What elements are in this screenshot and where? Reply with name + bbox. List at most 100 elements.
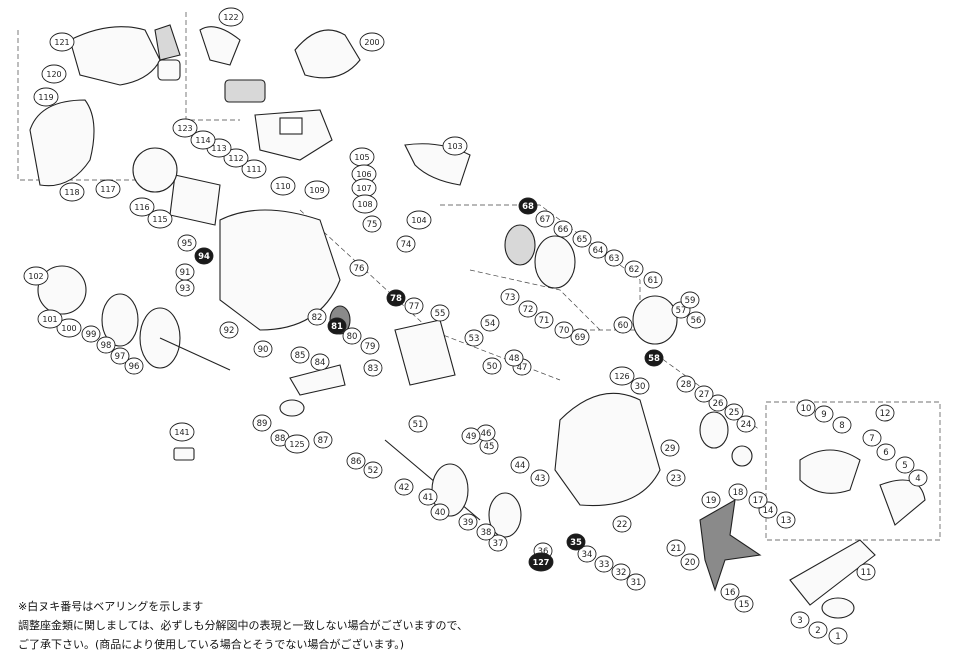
callout-37: 37 [488,534,508,552]
callout-circle [304,180,330,200]
callout-label: 43 [535,474,546,484]
callout-label: 127 [533,558,550,567]
callout-label: 56 [691,316,702,326]
callout-circle [172,118,198,138]
callout-circle [680,291,700,309]
left-side-plate [29,99,95,187]
callout-circle [875,404,895,422]
callout-label: 36 [538,547,549,557]
callout-74: 74 [396,235,416,253]
callout-label: 82 [312,313,323,323]
callout-circle [876,443,896,461]
callout-label: 116 [134,203,149,212]
callout-81: 81 [327,317,347,335]
display-screen [279,117,303,135]
callout-51: 51 [408,415,428,433]
callout-circle [270,176,296,196]
callout-98: 98 [96,336,116,354]
callout-circle [396,235,416,253]
callout-44: 44 [510,456,530,474]
side-plate-101 [37,265,87,315]
part-drawings [29,24,926,619]
callout-circle [404,297,424,315]
callout-circle [594,555,614,573]
handle-knob [821,597,855,619]
callout-label: 95 [182,239,193,249]
callout-circle [147,209,173,229]
callout-label: 45 [484,442,495,452]
callout-circle [346,452,366,470]
callout-99: 99 [81,325,101,343]
callout-circle [218,7,244,27]
callout-label: 113 [211,144,226,153]
callout-125: 125 [284,434,310,454]
callout-26: 26 [708,394,728,412]
callout-label: 49 [466,432,477,442]
callout-9: 9 [814,405,834,423]
callout-label: 11 [861,568,872,578]
callout-circle [59,182,85,202]
callout-circle [644,349,664,367]
callout-label: 21 [671,544,682,554]
callout-circle [488,534,508,552]
callout-label: 74 [401,240,412,250]
callout-circle [241,159,267,179]
cylinder-top [157,59,181,81]
callout-label: 34 [582,550,593,560]
callout-118: 118 [59,182,85,202]
callout-101: 101 [37,309,63,329]
callout-104: 104 [406,210,432,230]
callout-21: 21 [666,539,686,557]
callout-circle [736,415,756,433]
callout-circle [895,456,915,474]
callout-62: 62 [624,260,644,278]
clip-89 [279,399,305,417]
callout-circle [535,210,555,228]
display-unit [254,109,333,161]
handle-cap-11 [879,479,926,526]
callout-label: 102 [28,272,43,281]
callout-label: 46 [481,429,492,439]
callout-label: 14 [763,506,774,516]
callout-circle [554,321,574,339]
callout-circle [613,316,633,334]
callout-circle [56,318,82,338]
star-drag [699,498,762,592]
callout-27: 27 [694,385,714,403]
callout-circle [284,434,310,454]
clip-141 [173,447,195,461]
callout-circle [307,308,327,326]
callout-label: 122 [223,13,238,22]
callout-circle [349,259,369,277]
callout-circle [442,136,468,156]
callout-label: 92 [224,326,235,336]
callout-circle [190,130,216,150]
callout-86: 86 [346,452,366,470]
callout-63: 63 [604,249,624,267]
callout-label: 73 [505,293,516,303]
callout-103: 103 [442,136,468,156]
callout-20: 20 [680,553,700,571]
callout-label: 107 [356,184,371,193]
callout-label: 64 [593,246,604,256]
callout-112: 112 [223,148,249,168]
callout-87: 87 [313,431,333,449]
callout-label: 66 [558,225,569,235]
callout-label: 90 [258,345,269,355]
callout-label: 91 [180,268,191,278]
callout-circle [676,375,696,393]
callout-114: 114 [190,130,216,150]
gear-66 [534,235,576,289]
callout-label: 58 [648,354,660,364]
callout-3: 3 [790,611,810,629]
callout-label: 6 [883,448,888,458]
callout-circle [518,300,538,318]
callout-59: 59 [680,291,700,309]
callout-94: 94 [194,247,214,265]
motor-flange [132,147,178,193]
callout-circle [352,194,378,214]
callout-label: 110 [275,182,290,191]
callout-66: 66 [553,220,573,238]
callout-circle [630,377,650,395]
callout-label: 8 [839,421,844,431]
